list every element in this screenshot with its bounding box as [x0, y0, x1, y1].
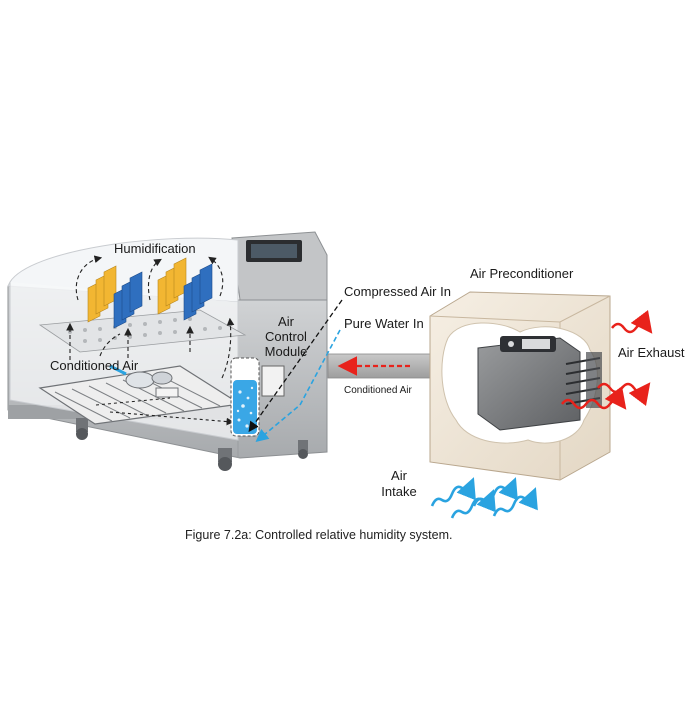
compressed-air-in-label: Compressed Air In	[344, 284, 451, 299]
air-intake-label-line2: Intake	[381, 484, 417, 499]
air-control-module-label-line2: Control	[265, 329, 307, 344]
air-control-module	[230, 357, 285, 437]
compressed-air-line	[248, 299, 343, 433]
caster-wheel	[76, 428, 88, 440]
air-control-module-label-line1: Air	[278, 314, 294, 329]
conditioned-air-duct-label: Conditioned Air	[344, 385, 412, 396]
humidification-label: Humidification	[114, 241, 196, 256]
humidification-flow-arrows	[66, 255, 235, 379]
pure-water-in-label: Pure Water In	[344, 316, 424, 331]
pure-water-line	[255, 329, 341, 443]
air-control-module-label: Air Control Module	[259, 314, 313, 359]
air-preconditioner-label: Air Preconditioner	[470, 266, 574, 281]
air-exhaust-arrows	[561, 310, 653, 410]
air-intake-label: Air Intake	[378, 468, 420, 500]
air-intake-arrows	[430, 477, 538, 519]
figure-caption: Figure 7.2a: Controlled relative humidit…	[185, 528, 453, 542]
air-intake-label-line1: Air	[391, 468, 407, 483]
sample-panels	[87, 257, 213, 329]
caster-wheel	[218, 457, 232, 471]
air-inlet-fan	[109, 364, 179, 398]
conditioned-air-duct	[327, 353, 431, 379]
air-control-module-label-line3: Module	[264, 344, 308, 359]
air-exhaust-label: Air Exhaust	[618, 345, 685, 360]
air-preconditioner-unit	[429, 291, 611, 481]
conditioned-air-chamber-label: Conditioned Air	[50, 358, 139, 373]
test-cabinet	[7, 231, 328, 471]
